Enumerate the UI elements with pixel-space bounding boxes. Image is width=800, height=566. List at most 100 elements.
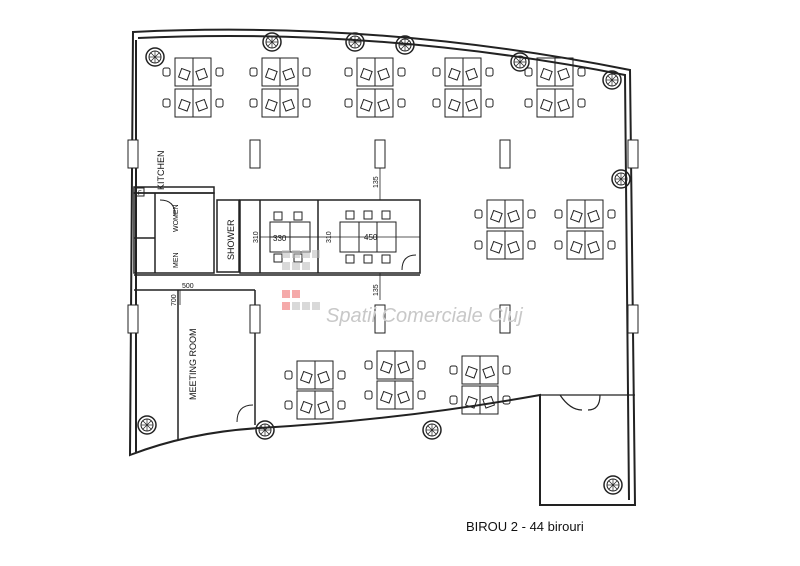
column-spoke [260,429,266,435]
column-spoke [142,420,148,426]
column-spoke [431,425,437,431]
column-spoke [607,79,613,85]
chair [264,98,278,112]
column-ring [602,70,622,90]
chair [485,67,494,77]
column-spoke [519,61,525,67]
chair [569,209,583,223]
desk-pair [474,230,536,260]
column [603,475,623,495]
desk-pair [344,57,406,87]
chair [397,67,406,77]
fridge-box [135,187,145,197]
column-spoke [404,44,410,50]
chair [489,240,503,254]
chair [417,360,426,370]
column-spoke [515,61,521,67]
column-spoke [612,480,618,486]
desk-pair [449,385,511,415]
column-spoke [427,429,433,435]
chair [282,67,296,81]
chair [195,98,209,112]
column [422,420,442,440]
chair [607,240,616,250]
pillar [249,304,261,334]
desk-pair [162,88,224,118]
desk-pair [432,57,494,87]
chair [337,370,346,380]
desk-pair [249,57,311,87]
chair [557,67,571,81]
chair [587,209,601,223]
chair [465,98,479,112]
chair [344,98,353,108]
pillar [627,139,639,169]
chair [569,240,583,254]
plan-caption: BIROU 2 - 44 birouri [466,519,584,534]
column [510,52,530,72]
desk-pair [524,88,586,118]
column-spoke [271,41,277,47]
chair [447,67,461,81]
chair [359,98,373,112]
chair [162,98,171,108]
column-spoke [519,57,525,63]
column-ring [611,169,631,189]
shower-label: SHOWER [226,219,236,260]
chair [485,98,494,108]
chair [474,240,483,250]
chair [299,370,313,384]
chair [507,240,521,254]
chair [249,98,258,108]
chair [587,240,601,254]
meeting-room-label: MEETING ROOM [188,329,198,401]
chair [577,98,586,108]
column-spoke [616,174,622,180]
column-spoke [612,484,618,490]
column [345,32,365,52]
chair [177,67,191,81]
chair [577,67,586,77]
column [262,32,282,52]
column [137,415,157,435]
column-ring [395,35,415,55]
column-spoke [150,56,156,62]
pillar [374,139,386,169]
chair [302,98,311,108]
column-ring [422,420,442,440]
chair [502,395,511,405]
chair [215,98,224,108]
chair [364,390,373,400]
chair [449,365,458,375]
column-ring [145,47,165,67]
dim-700: 700 [171,294,178,306]
kitchen-label: KITCHEN [156,150,166,190]
column [395,35,415,55]
chair [359,67,373,81]
column-spoke [146,424,152,430]
desk-pair [474,199,536,229]
chair [364,360,373,370]
column-spoke [154,52,160,58]
desk-pair [284,360,346,390]
column-spoke [400,40,406,46]
column [255,420,275,440]
chair [554,240,563,250]
chair [195,67,209,81]
column-spoke [260,425,266,431]
chair [417,390,426,400]
pillars [127,139,639,334]
desk-pair [432,88,494,118]
chair [397,360,411,374]
chair [317,370,331,384]
desk-pair [364,380,426,410]
pillar [127,304,139,334]
column-spoke [350,41,356,47]
column-spoke [404,40,410,46]
desk-pair [249,88,311,118]
chair [397,98,406,108]
chair [379,360,393,374]
chair [482,395,496,409]
chair [447,98,461,112]
